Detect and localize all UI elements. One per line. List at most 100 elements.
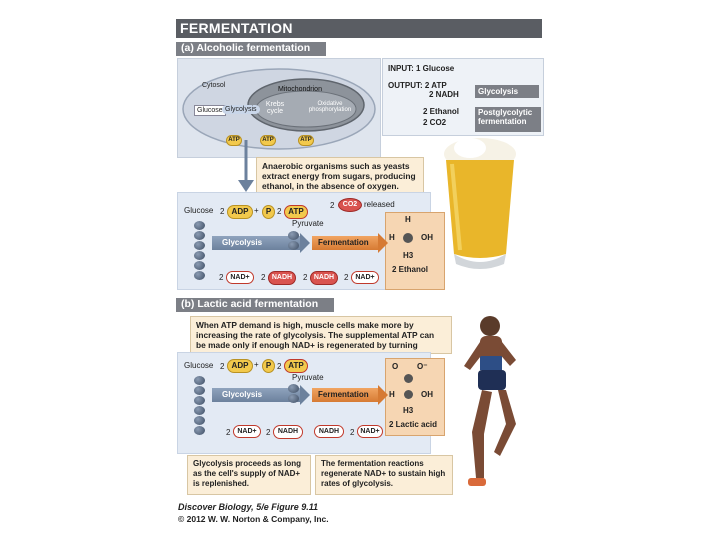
pyruvate-b: Pyruvate [292,373,324,382]
postglycolytic-tag-line1: Postglycolytic [478,108,533,117]
runner-image [464,316,516,486]
pyruvate-a: Pyruvate [292,219,324,228]
ethanol-box [385,212,445,290]
glucose-chain-b [194,376,206,436]
ethanol-oh: OH [421,233,433,242]
postglycolytic-tag-line2: fermentation [478,117,527,126]
bead [194,241,205,250]
atp-mini-3: ATP [298,135,314,146]
lactate-carbon [404,390,413,399]
glycolysis-arrow-a: Glycolysis [212,236,300,250]
bead [194,261,205,270]
glucose-b: Glucose [184,361,214,370]
glucose-a: Glucose [184,206,214,215]
bead [194,386,205,395]
released-label: released [364,200,395,209]
cytosol-label: Cytosol [202,82,226,89]
section-b-heading: (b) Lactic acid fermentation [181,298,319,310]
bead [194,426,205,435]
bead [194,271,205,280]
ethanol-carbon [403,233,413,243]
atp-b: ATP [284,359,308,373]
co2-a: CO2 [338,198,362,212]
section-a-heading-bar: (a) Alcoholic fermentation [176,42,326,56]
adp-coef-a: 2 [220,207,225,216]
section-a-heading: (a) Alcoholic fermentation [181,42,311,54]
ethanol-label: 2 Ethanol [392,265,429,274]
atp-a: ATP [284,205,308,219]
lactate-oh: OH [421,390,433,399]
nad-coef-a1: 2 [219,273,224,282]
bead [288,384,299,393]
pyruvate-beads-b [288,384,300,404]
note-right: The fermentation reactions regenerate NA… [315,455,453,495]
bead [194,416,205,425]
credit-line1: Discover Biology, 5/e Figure 9.11 [178,502,319,512]
atp-coef-a: 2 [277,207,282,216]
nadh-coef-a1: 2 [261,273,266,282]
bead [194,376,205,385]
nad-coef-b1: 2 [226,428,231,437]
fermentation-arrow-b: Fermentation [312,388,378,402]
figure-title: FERMENTATION [180,20,293,36]
lactate-ch3: H3 [403,406,414,415]
note-left: Glycolysis proceeds as long as the cell'… [187,455,311,495]
nadh-coef-a2: 2 [303,273,308,282]
bead [194,396,205,405]
nadh-a2: NADH [310,271,338,285]
nad-b2: NAD+ [357,425,383,438]
credit-line2: © 2012 W. W. Norton & Company, Inc. [178,514,329,524]
output-nadh-text: 2 NADH [429,90,459,99]
glycolysis-arrowhead-b [300,385,310,405]
atp-mini-2: ATP [260,135,276,146]
nad-coef-b2: 2 [350,428,355,437]
callout-a: Anaerobic organisms such as yeasts extra… [256,157,424,193]
lactate-o-left: O [392,362,399,371]
ethanol-h-left: H [389,233,395,242]
nadh-a1: NADH [268,271,296,285]
adp-coef-b: 2 [220,362,225,371]
plus-b: + [254,360,259,369]
bead [194,251,205,260]
bead [288,394,299,403]
postglycolytic-tag: Postglycolytic fermentation [475,107,541,132]
figure-title-bar: FERMENTATION [176,19,542,38]
bead [194,406,205,415]
glycolysis-tag: Glycolysis [475,85,539,98]
co2-coef-a: 2 [330,201,335,210]
adp-b: ADP [227,359,253,373]
input-text: INPUT: 1 Glucose [388,64,455,73]
atp-mini-1: ATP [226,135,242,146]
atp-coef-b: 2 [277,362,282,371]
lactate-h: H [389,390,395,399]
lactic-acid-box [385,358,445,436]
bead [288,241,299,250]
bead [194,231,205,240]
nadh-coef-b1: 2 [266,428,271,437]
connector-arrow-a [238,140,254,192]
glycolysis-arrow-b: Glycolysis [212,388,300,402]
phosphate-a: P [262,205,275,219]
mitochondrion-label: Mitochondrion [278,86,322,93]
glycolysis-arrowhead-a [300,233,310,253]
pyruvate-beads-a [288,231,300,251]
lactic-acid-label: 2 Lactic acid [389,420,438,429]
nad-coef-a2: 2 [344,273,349,282]
output-co2-text: 2 CO2 [423,118,447,127]
glycolysis-mini-label: Glycolysis [222,105,260,114]
nad-a2: NAD+ [351,271,379,284]
ethanol-ch3: H3 [403,251,414,260]
nadh-b1: NADH [273,425,303,439]
bead [194,221,205,230]
output-atp-text: OUTPUT: 2 ATP [388,81,447,90]
fermentation-arrowhead-a [378,233,388,253]
glucose-chain-a [194,221,206,281]
fermentation-arrow-a: Fermentation [312,236,378,250]
adp-a: ADP [227,205,253,219]
plus-a: + [254,206,259,215]
nad-a1: NAD+ [226,271,254,284]
glucose-label: Glucose [194,105,226,116]
lactate-o-minus: O⁻ [417,362,428,371]
cell-diagram-svg [182,68,376,150]
lactate-carboxyl-carbon [404,374,413,383]
